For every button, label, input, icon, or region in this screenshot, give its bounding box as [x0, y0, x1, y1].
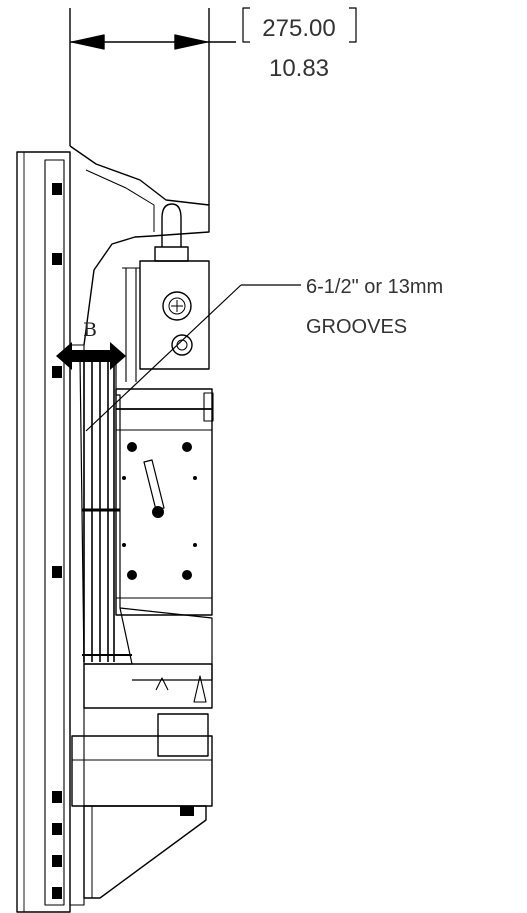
- bezel-bolt: [52, 855, 62, 867]
- conduit-pipe: [122, 267, 140, 382]
- plate-body: [115, 408, 213, 616]
- housing-inner-contour: [85, 169, 155, 232]
- plate-strap: [143, 459, 165, 511]
- plate-dot: [193, 543, 197, 547]
- gland-nut: [154, 246, 189, 262]
- width-dimension: 275.00 10.83: [69, 7, 357, 205]
- plate-dot: [122, 476, 126, 480]
- bracket-gusset: [83, 805, 207, 899]
- top-housing: [69, 145, 210, 346]
- arrowhead-left: [71, 34, 105, 50]
- bracket-right: [349, 7, 357, 43]
- bottom-bracket: [83, 805, 207, 899]
- lower-clip: [155, 675, 207, 703]
- gland-cap: [161, 203, 182, 247]
- plate-bolt: [182, 442, 192, 452]
- heat-sink-fins: [83, 362, 115, 662]
- bezel-bolt: [52, 183, 62, 195]
- box-fitting-small: [171, 334, 193, 356]
- dimension-metric-value: 275.00: [262, 15, 335, 42]
- bezel-bolts: [52, 183, 62, 899]
- base-tray: [71, 735, 213, 807]
- detail-marker-arrows: [56, 342, 126, 370]
- bracket-left: [242, 7, 250, 43]
- plate-bolt: [152, 506, 164, 518]
- bezel-bolt: [52, 566, 62, 578]
- bracket-bolt: [180, 806, 194, 816]
- terminal-block: [157, 713, 209, 757]
- housing-sloped-top: [69, 145, 210, 346]
- upper-crossbar: [115, 388, 213, 410]
- callout-text-line1: 6-1/2" or 13mm: [306, 276, 443, 298]
- plate-dot: [193, 476, 197, 480]
- bezel-bolt: [52, 791, 62, 803]
- dimension-imperial-value: 10.83: [269, 55, 329, 82]
- lower-sloped-panel: [119, 607, 213, 681]
- plate-bolt: [127, 570, 137, 580]
- front-panel: [16, 151, 85, 913]
- plate-dot: [122, 543, 126, 547]
- bezel-bolt: [52, 253, 62, 265]
- side-frame: [69, 344, 85, 906]
- box-fitting-large: [162, 291, 192, 321]
- crossbar-clip: [203, 392, 214, 422]
- bezel-bolt: [52, 887, 62, 899]
- cable-gland: [154, 203, 189, 262]
- panel-inner-frame: [44, 159, 65, 906]
- grooves-callout: 6-1/2" or 13mm GROOVES: [85, 276, 443, 432]
- plate-bolt: [182, 570, 192, 580]
- heat-sink: [79, 357, 133, 665]
- junction-box-body: [139, 260, 210, 370]
- box-fitting-small-inner: [176, 339, 188, 351]
- panel-outer-frame: [16, 151, 71, 913]
- plate-bolt: [127, 442, 137, 452]
- detail-marker-b: B: [56, 319, 126, 370]
- arrowhead-right: [174, 34, 208, 50]
- callout-text-line2: GROOVES: [306, 316, 407, 338]
- mounting-plate: [115, 388, 214, 616]
- lower-enclosure: [71, 607, 213, 807]
- lower-housing: [83, 663, 213, 709]
- plate-bolts: [122, 442, 197, 580]
- callout-leader-diagonal: [85, 284, 242, 432]
- bezel-bolt: [52, 823, 62, 835]
- junction-box: [122, 260, 210, 382]
- detail-marker-label: B: [83, 319, 97, 341]
- bezel-bolt: [52, 366, 62, 378]
- box-fitting-large-inner: [168, 297, 186, 315]
